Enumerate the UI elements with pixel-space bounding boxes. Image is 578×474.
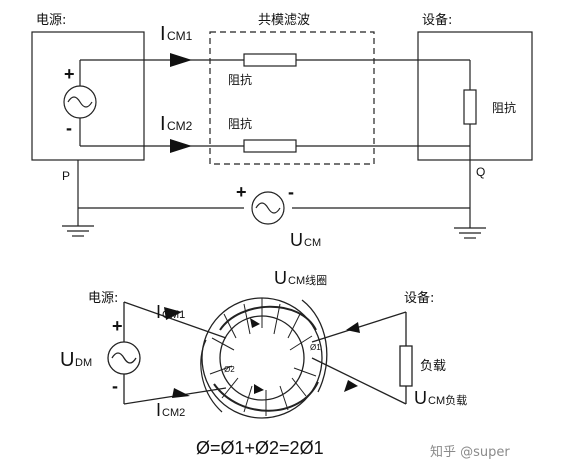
udm-plus: + xyxy=(112,316,123,336)
device-impedance-resistor xyxy=(463,89,477,125)
device-wire-bottom xyxy=(311,357,407,405)
source-minus: - xyxy=(66,118,72,138)
impedance-resistor-1 xyxy=(243,53,297,67)
toroid-inner xyxy=(219,315,305,401)
ucm-coil-main: U xyxy=(274,268,287,288)
impedance-resistor-2 xyxy=(243,139,297,153)
sine-wave-icon xyxy=(67,96,93,108)
top-device-label: 设备: xyxy=(422,12,452,28)
flux-formula: Ø=Ø1+Ø2=2Ø1 xyxy=(196,438,324,458)
impedance-label-2: 阻抗 xyxy=(228,116,252,131)
impedance-label-1: 阻抗 xyxy=(228,72,252,87)
udm-sub: DM xyxy=(75,357,92,369)
ucm-minus: - xyxy=(288,182,294,202)
bottom-arrow-return xyxy=(172,388,190,398)
top-circuit xyxy=(31,31,533,239)
ucm-source-icon xyxy=(251,191,285,225)
device-arrow-bottom xyxy=(344,380,358,392)
ucm-load-sub: CM负载 xyxy=(428,393,467,407)
ground-icon-right xyxy=(454,227,486,239)
bottom-icm2-main: I xyxy=(156,400,161,420)
load-label: 负载 xyxy=(420,359,446,374)
device-wire-top xyxy=(311,311,407,343)
current-arrow-2 xyxy=(170,139,192,153)
device-arrow-top xyxy=(346,322,360,333)
ucm-sub: CM xyxy=(304,237,321,249)
top-source-label: 电源: xyxy=(36,13,66,28)
bottom-icm1-sub: CM1 xyxy=(162,309,185,321)
bottom-circuit xyxy=(107,297,413,419)
flux-line-1 xyxy=(219,305,317,331)
udm-minus: - xyxy=(112,376,118,396)
load-resistor xyxy=(399,345,413,387)
icm2-sub: CM2 xyxy=(167,119,193,133)
current-arrow-1 xyxy=(170,53,192,67)
ucm-load-main: U xyxy=(414,388,427,408)
node-q-label: Q xyxy=(476,165,485,179)
ucm-main: U xyxy=(290,230,303,250)
bottom-source-label: 电源: xyxy=(88,291,118,306)
udm-main: U xyxy=(60,349,74,371)
watermark: 知乎 @super xyxy=(430,444,510,460)
device-impedance-label: 阻抗 xyxy=(492,100,516,115)
ucm-coil-sub: CM线圈 xyxy=(288,273,327,287)
phi2-label: Ø2 xyxy=(224,365,235,374)
ground-icon-left xyxy=(62,225,94,237)
source-box xyxy=(31,31,145,161)
ucm-plus: + xyxy=(236,182,247,202)
icm2-main: I xyxy=(160,113,166,135)
bottom-icm2-sub: CM2 xyxy=(162,407,185,419)
icm1-main: I xyxy=(160,23,166,45)
device-box xyxy=(417,31,533,161)
bottom-arrow-in xyxy=(164,307,182,320)
top-filter-label: 共模滤波 xyxy=(258,13,310,28)
bottom-device-label: 设备: xyxy=(404,290,434,306)
source-plus: + xyxy=(64,64,75,84)
bottom-icm1-main: I xyxy=(156,302,161,322)
phi1-label: Ø1 xyxy=(310,343,321,352)
common-mode-filter-box xyxy=(209,31,375,165)
icm1-sub: CM1 xyxy=(167,29,193,43)
node-p-label: P xyxy=(62,169,70,183)
source-wire-top xyxy=(123,301,227,339)
